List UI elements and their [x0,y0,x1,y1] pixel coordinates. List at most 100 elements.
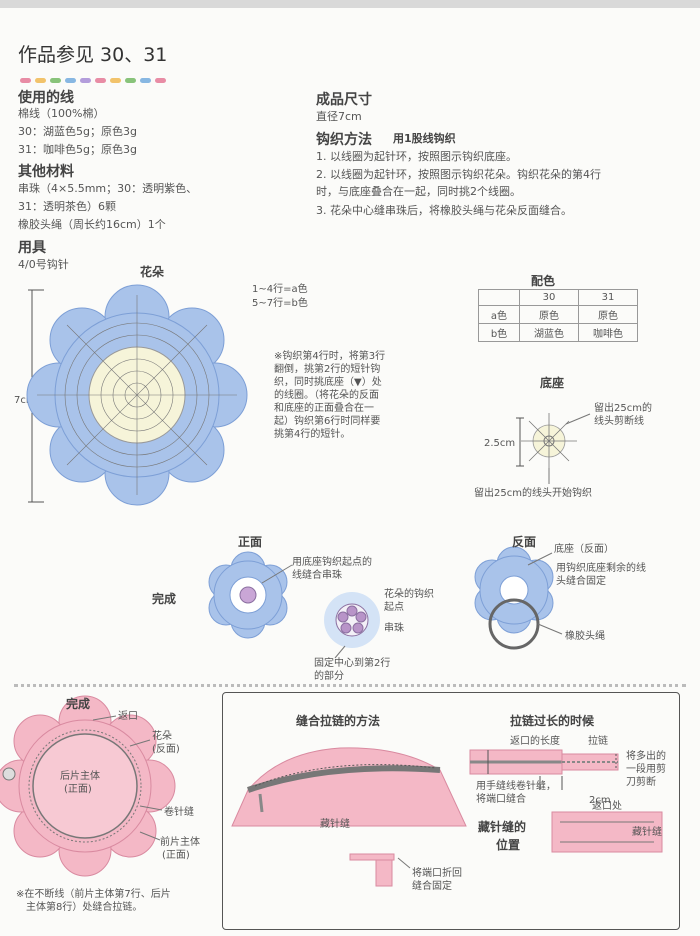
bead-label: 串珠 [384,623,404,634]
front-view [208,551,288,639]
yarn-30: 30：湖蓝色5g；原色3g [18,125,137,138]
back-base-label: 底座（反面） [554,544,614,555]
back-title: 反面 [512,535,537,549]
page-title: 作品参见 30、31 [18,44,168,66]
front-note-2: 线缝合串珠 [292,570,342,581]
accent-dot [50,78,61,83]
flower-legend-1: 1~4行=a色 [252,284,308,295]
color-table-cell: 咖啡色 [578,323,638,342]
purse-back-body-2: (正面) [64,784,92,795]
accent-dot [125,78,136,83]
flower-chart [26,284,248,506]
hidden-stitch: 藏针缝 [632,827,662,838]
method-step-1: 1. 以线圈为起针环，按照图示钩织底座。 [316,150,517,163]
long-zip-wrap-2: 将端口缝合 [476,794,526,805]
method-sub: 用1股线钩织 [393,132,456,145]
purse-note-2: 主体第8行）处缝合拉链。 [26,902,143,913]
color-table-header: 30 31 [478,289,638,306]
purse-flower-1: 花朵 [152,731,172,742]
flower-note-line: 的线圈。（将花朵的反面 [274,390,379,401]
purse-view [0,695,176,877]
accent-dot [155,78,166,83]
base-size-label: 2.5cm [484,438,516,449]
purse-title: 完成 [66,697,91,711]
size-heading: 成品尺寸 [316,92,372,108]
back-note-2: 头缝合固定 [556,576,606,587]
long-zip-title: 拉链过长的时候 [510,714,595,728]
tools-hook: 4/0号钩针 [18,258,69,271]
color-table-cell [478,289,520,306]
flower-note-line: 挑第4行的短针。 [274,429,351,440]
zipper-hidden-stitch: 藏针缝 [320,819,350,830]
start-note-1: 花朵的钩织 [384,589,434,600]
yarn-type: 棉线（100%棉） [18,107,105,120]
color-table-cell: 原色 [578,305,638,324]
hidden-title-1: 藏针缝的 [478,820,527,834]
color-table-cell: 30 [519,289,579,306]
start-note-2: 起点 [384,602,404,613]
tools-heading: 用具 [18,240,46,256]
accent-dot [110,78,121,83]
color-table-cell: 湖蓝色 [519,323,579,342]
fix-note-2: 的部分 [314,671,344,682]
purse-front-body-1: 前片主体 [160,837,200,848]
accent-dot [65,78,76,83]
section-divider [14,684,686,687]
base-note-top-1: 留出25cm的 [594,403,652,414]
fix-note-1: 固定中心到第2行 [314,658,391,669]
yarn-heading: 使用的线 [18,90,74,106]
method-step-2b: 时，与底座叠合在一起，同时挑2个线圈。 [316,185,521,198]
hidden-title-2: 位置 [496,838,521,852]
flower-note-line: 和底座的正面叠合在一 [274,403,374,414]
base-note-bottom: 留出25cm的线头开始钩织 [474,488,592,499]
method-step-2: 2. 以线圈为起针环，按照图示钩织花朵。钩织花朵的第4行 [316,168,601,181]
flower-title: 花朵 [140,265,165,279]
color-table-cell: a色 [478,305,520,324]
accent-dot [80,78,91,83]
back-note-1: 用钩织底座剩余的线 [556,563,646,574]
color-table-row: b色 湖蓝色 咖啡色 [478,323,638,342]
long-zip-wrap-1: 用手缝线卷针缝， [476,781,556,792]
long-zip-opening-len: 返口的长度 [510,736,560,747]
zipper-box [222,692,680,930]
base-note-top-2: 线头剪断线 [594,416,644,427]
base-chart [521,413,577,469]
color-table-cell: 原色 [519,305,579,324]
color-table-cell: b色 [478,323,520,342]
long-zip-len: 2cm [589,795,611,806]
bead-detail [324,592,380,648]
accent-dot [20,78,31,83]
purse-flower-2: (反面) [152,744,180,755]
materials-line1: 串珠（4×5.5mm；30：透明紫色、 [18,182,198,195]
method-step-3: 3. 花朵中心缝串珠后，将橡胶头绳与花朵反面缝合。 [316,204,572,217]
zipper-diagram [231,747,467,887]
long-zip-cut-3: 刀剪断 [626,777,656,788]
purse-front-body-2: (正面) [162,850,190,861]
flower-note-line: 翻倒，挑第2行的短针钩 [274,364,381,375]
hairband-label: 橡胶头绳 [565,631,605,642]
flower-note-line: 起）钩织第6行时同样要 [274,416,381,427]
accent-dot [140,78,151,83]
accent-dot [35,78,46,83]
long-zip-zip: 拉链 [588,736,608,747]
base-title: 底座 [540,376,565,390]
colors-title: 配色 [531,274,556,288]
top-strip [0,0,700,8]
color-table-cell: 31 [578,289,638,306]
hidden-opening: 返口处 [592,801,622,812]
materials-line2: 31：透明茶色）6颗 [18,200,116,213]
long-zip-cut-2: 一段用剪 [626,764,666,775]
purse-opening: 返口 [118,711,138,722]
flower-note-line: ※钩织第4行时，将第3行 [274,351,386,362]
front-note-1: 用底座钩织起点的 [292,557,372,568]
flower-size-label: 7cm [14,395,36,406]
long-zip-cut-1: 将多出的 [626,751,666,762]
zipper-fold-2: 缝合固定 [412,881,452,892]
accent-dot [95,78,106,83]
yarn-31: 31：咖啡色5g；原色3g [18,143,137,156]
purse-back-body-1: 后片主体 [60,771,100,782]
finish-label: 完成 [152,592,177,606]
back-view [474,546,554,650]
front-title: 正面 [238,535,263,549]
